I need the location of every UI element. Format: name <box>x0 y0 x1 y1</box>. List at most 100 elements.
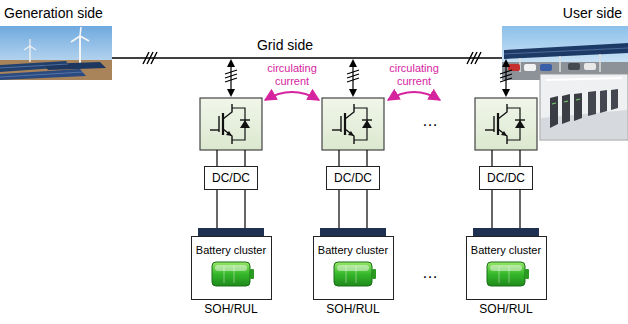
branch-arrows <box>349 59 357 67</box>
box-label: Battery cluster <box>196 244 266 257</box>
battery-icon <box>487 262 529 286</box>
dcdc-box: DC/DC <box>204 166 258 190</box>
box-label: DC/DC <box>334 171 372 185</box>
user-photo <box>502 26 628 80</box>
battery-icon <box>212 262 254 286</box>
user-inset-photo <box>540 74 628 140</box>
branch-arrows <box>502 89 510 97</box>
current-label: circulating current <box>260 62 324 88</box>
generation-photo <box>30 46 36 50</box>
box-label: DC/DC <box>487 171 525 185</box>
dcdc-box: DC/DC <box>326 166 380 190</box>
user-inset-photo <box>574 93 582 121</box>
user-inset-photo <box>552 103 556 104</box>
user-photo <box>502 26 628 80</box>
branch-arrows <box>347 74 359 78</box>
branch-arrows <box>225 74 237 78</box>
branch-arrows <box>225 78 237 82</box>
terminal-bar <box>198 228 264 236</box>
ellipsis: … <box>422 112 438 130</box>
converter-dc-wires <box>216 150 217 166</box>
user-inset-photo <box>562 94 570 124</box>
branch-arrows <box>225 70 237 74</box>
dcdc-box: DC/DC <box>479 166 533 190</box>
circulating-current-arrows <box>265 92 440 100</box>
user-inset-photo <box>588 91 596 116</box>
branch-arrows <box>505 64 506 91</box>
generation-photo <box>71 36 80 42</box>
side-label: User side <box>563 5 622 21</box>
user-photo <box>508 64 520 71</box>
battery-cluster-box: Battery clusterSOH/RUL <box>466 236 547 300</box>
generation-photo <box>29 39 30 46</box>
branch-arrows <box>227 59 235 67</box>
side-label: Grid side <box>257 37 313 53</box>
converter-dc-wires <box>217 150 520 166</box>
box-label: DC/DC <box>212 171 250 185</box>
branch-arrows <box>500 70 512 74</box>
user-photo <box>568 63 580 70</box>
generation-photo <box>0 72 83 77</box>
generation-photo <box>0 64 68 68</box>
branch-arrows <box>500 74 512 78</box>
box-label: Battery cluster <box>471 244 541 257</box>
user-photo <box>559 56 561 72</box>
terminal-bar <box>320 228 386 236</box>
user-photo <box>540 64 552 71</box>
generation-photo <box>29 46 30 62</box>
branch-arrows <box>227 89 235 97</box>
user-photo <box>504 43 628 59</box>
side-label: Generation side <box>4 5 103 21</box>
battery-cluster-box: Battery clusterSOH/RUL <box>191 236 272 300</box>
converter-box <box>322 98 384 150</box>
grid-bus <box>475 52 481 64</box>
converter-symbols <box>200 98 537 150</box>
converter-dc-wires <box>519 150 520 166</box>
converter-dc-wires <box>244 150 245 166</box>
branch-arrows <box>230 64 231 91</box>
user-photo <box>584 63 596 70</box>
grid-bus <box>112 57 502 58</box>
user-inset-photo <box>550 96 558 128</box>
converter-dc-wires <box>491 150 492 166</box>
generation-photo <box>80 36 89 41</box>
converter-box <box>475 98 537 150</box>
generation-photo <box>24 46 30 50</box>
branch-arrows <box>500 78 512 82</box>
user-photo <box>599 54 601 72</box>
branch-arrows <box>349 89 357 97</box>
user-inset-photo <box>611 89 618 110</box>
generation-photo <box>0 26 112 80</box>
battery-icon <box>334 262 376 286</box>
branch-arrows <box>352 64 353 91</box>
generation-photo <box>44 62 106 70</box>
user-photo <box>504 48 628 54</box>
branch-arrows <box>502 59 510 67</box>
circulating-current-arrows <box>388 92 440 100</box>
health-label: SOH/RUL <box>204 302 257 316</box>
battery-icons <box>212 262 529 286</box>
generation-photo <box>79 36 81 64</box>
health-label: SOH/RUL <box>326 302 379 316</box>
converter-dc-wires <box>366 150 367 166</box>
generation-photo <box>0 26 112 80</box>
current-label: circulating current <box>382 62 446 88</box>
user-inset-photo <box>540 74 628 140</box>
circulating-current-arrows <box>265 92 319 100</box>
generation-photo <box>0 60 112 80</box>
converter-box <box>200 98 262 150</box>
user-inset-photo <box>600 90 607 113</box>
converter-dc-wires <box>338 150 339 166</box>
generation-photo <box>0 69 86 80</box>
battery-cluster-box: Battery clusterSOH/RUL <box>313 236 394 300</box>
box-label: Battery cluster <box>318 244 388 257</box>
generation-photo <box>80 27 81 36</box>
ellipsis: … <box>422 264 438 282</box>
user-photo <box>524 64 536 71</box>
